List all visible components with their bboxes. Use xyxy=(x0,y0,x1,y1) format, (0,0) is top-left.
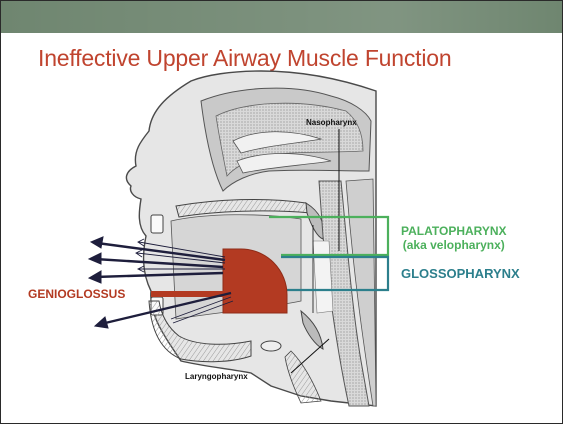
palatopharynx-label: PALATOPHARYNX (aka velopharynx) xyxy=(401,224,507,252)
palatopharynx-subtitle: (aka velopharynx) xyxy=(401,238,507,252)
nasopharynx-label: Nasopharynx xyxy=(306,118,357,127)
glossopharynx-label: GLOSSOPHARYNX xyxy=(401,266,520,281)
laryngopharynx-label: Laryngopharynx xyxy=(185,372,248,381)
genioglossus-label: GENIOGLOSSUS xyxy=(28,287,125,301)
palatopharynx-title: PALATOPHARYNX xyxy=(401,224,507,238)
